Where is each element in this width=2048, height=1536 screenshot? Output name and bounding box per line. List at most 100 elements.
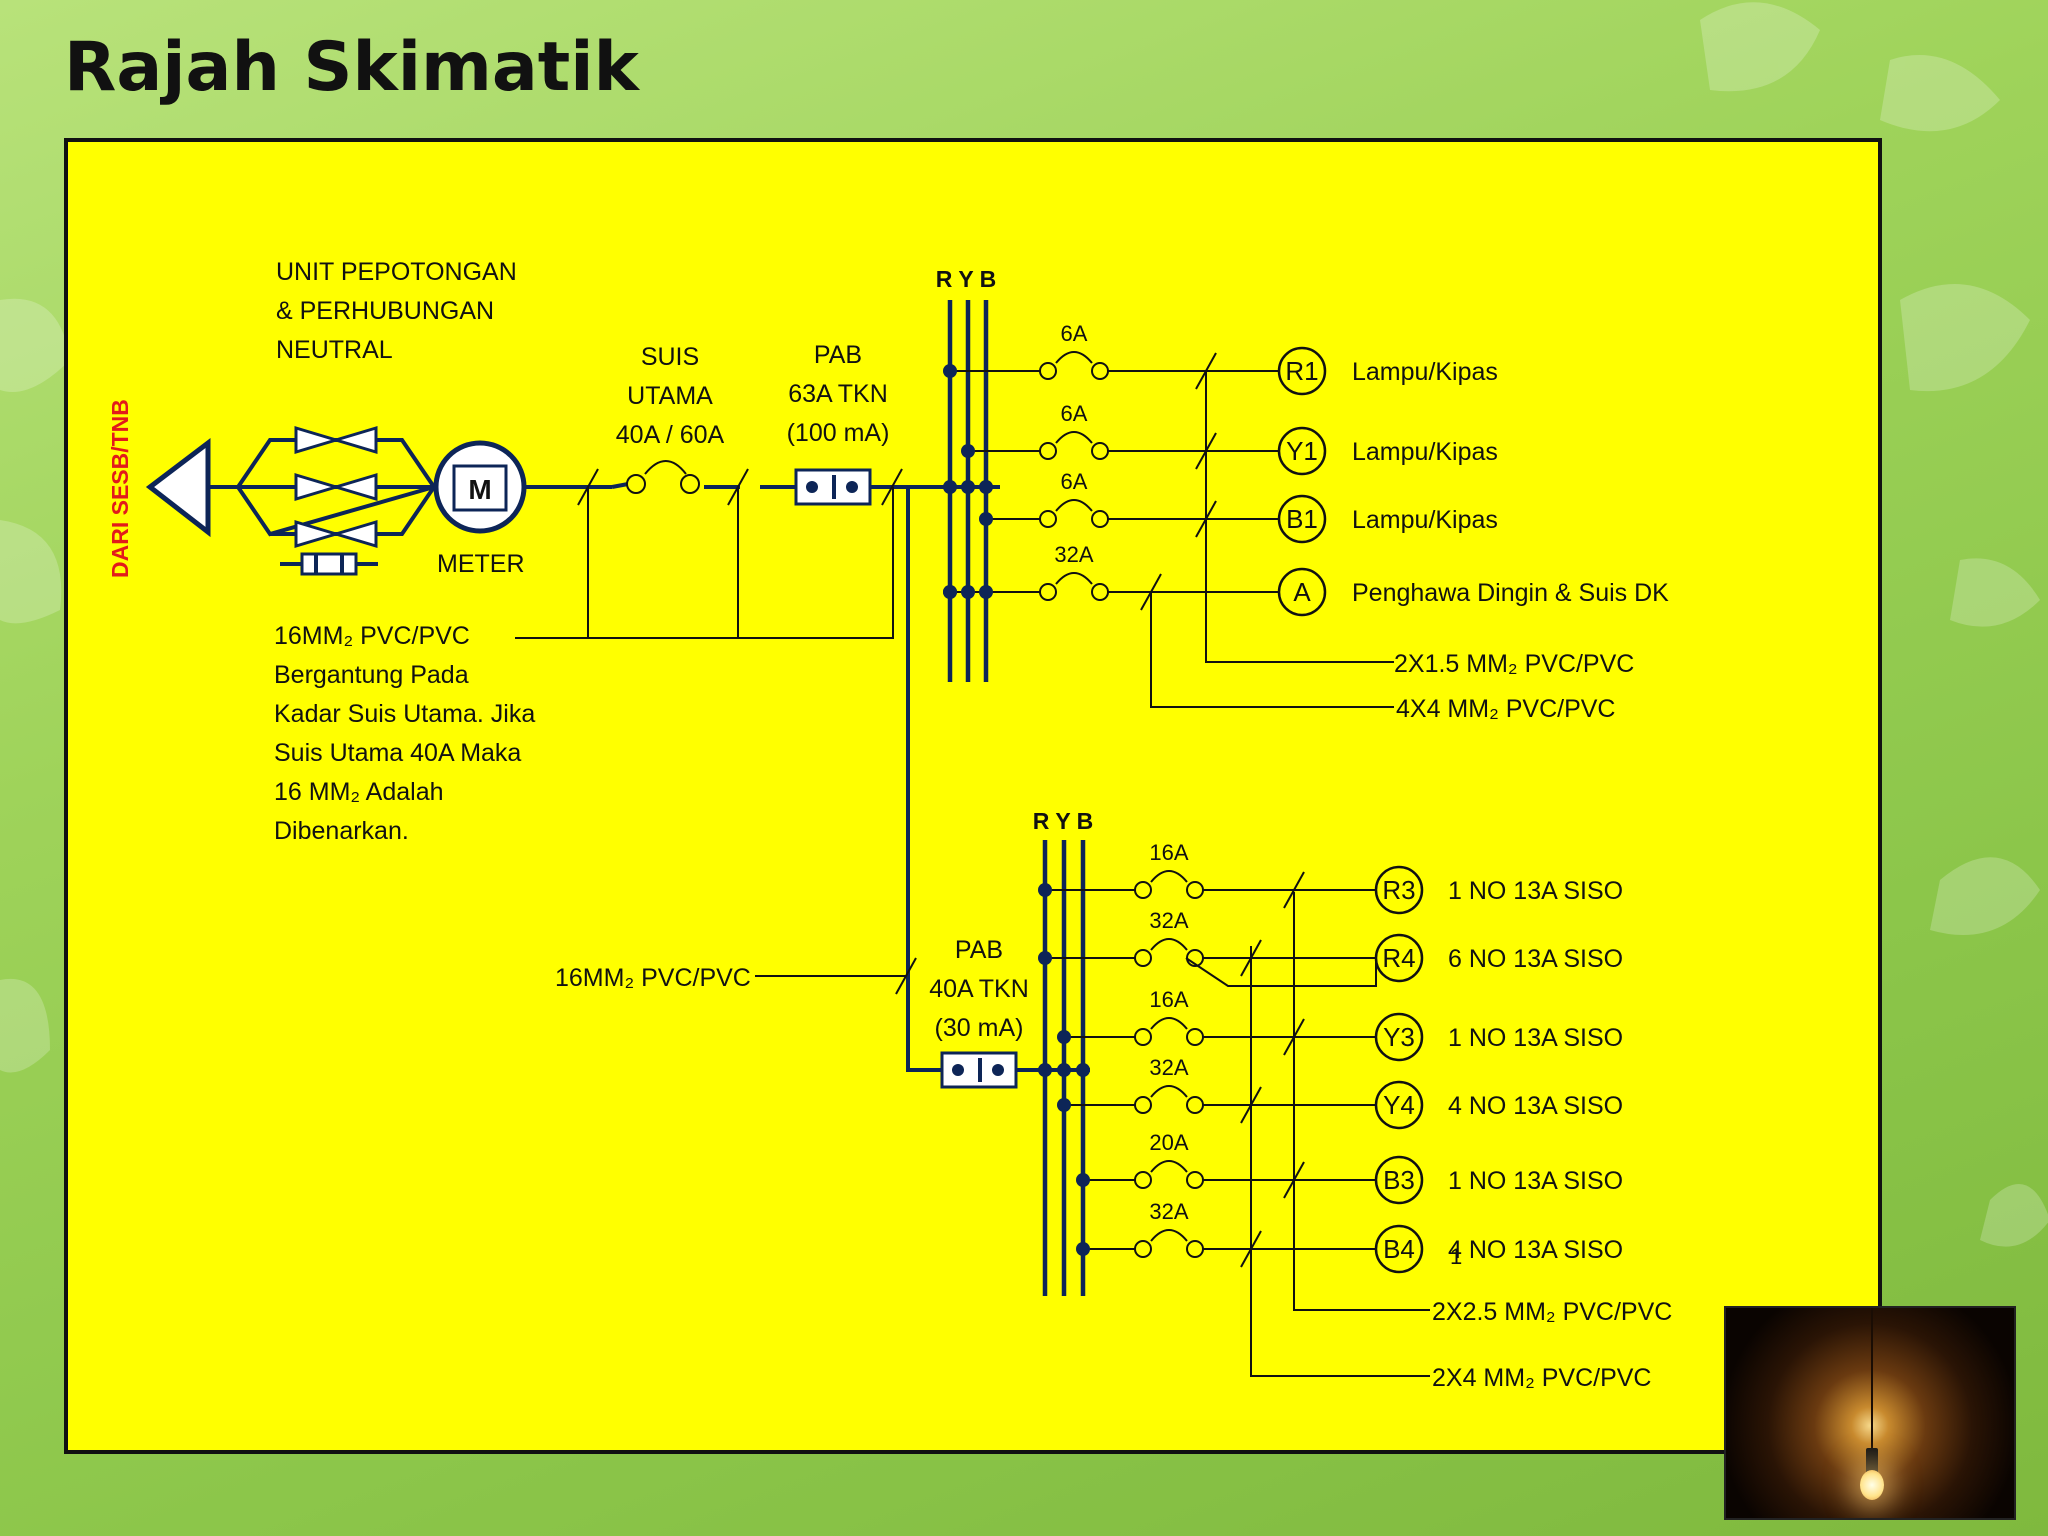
lower-busbar-label: R Y B bbox=[1033, 808, 1094, 834]
breaker-rating: 32A bbox=[1149, 908, 1188, 933]
light-bulb-icon bbox=[1860, 1470, 1884, 1500]
cutout-label-2: & PERHUBUNGAN bbox=[276, 297, 494, 325]
circuit-description: 1 NO 13A SISO bbox=[1448, 1024, 1623, 1052]
cable-note-line-2: Bergantung Pada bbox=[274, 661, 469, 689]
circuit-id: R1 bbox=[1285, 356, 1318, 386]
breaker-rating: 6A bbox=[1061, 401, 1088, 426]
circuit-r4: 32A R4 6 NO 13A SISO bbox=[1038, 908, 1623, 983]
cutout-label-3: NEUTRAL bbox=[276, 336, 393, 364]
rccb-40a-icon bbox=[940, 1051, 1018, 1089]
circuit-b4: 32A B4 4 NO 13A SISO bbox=[1076, 1199, 1623, 1274]
circuit-r3: 16A R3 1 NO 13A SISO bbox=[1038, 840, 1623, 915]
circuit-b1: 6A B1 Lampu/Kipas bbox=[979, 469, 1498, 544]
upper-cable-label-2: 4X4 MM₂ PVC/PVC bbox=[1396, 695, 1615, 723]
circuit-id: R4 bbox=[1382, 943, 1415, 973]
rccb-63a-icon bbox=[794, 468, 872, 506]
rccb1-label-1: PAB bbox=[814, 341, 862, 369]
circuit-id-badge bbox=[1277, 567, 1327, 617]
circuit-id-badge bbox=[1374, 1080, 1424, 1130]
circuit-y3: 16A Y3 1 NO 13A SISO bbox=[1057, 987, 1623, 1062]
cable-note-line-4: Suis Utama 40A Maka bbox=[274, 739, 521, 767]
breaker-icon bbox=[1134, 870, 1204, 899]
circuit-description: 4 NO 13A SISO bbox=[1448, 1236, 1623, 1264]
breaker-icon bbox=[1039, 572, 1109, 601]
circuit-id-badge bbox=[1277, 426, 1327, 476]
circuit-description: Lampu/Kipas bbox=[1352, 358, 1498, 386]
breaker-icon bbox=[1134, 1229, 1204, 1258]
circuit-description: Lampu/Kipas bbox=[1352, 506, 1498, 534]
circuit-id: R3 bbox=[1382, 875, 1415, 905]
circuit-id-badge bbox=[1374, 865, 1424, 915]
breaker-rating: 6A bbox=[1061, 321, 1088, 346]
sub-cable-label: 16MM₂ PVC/PVC bbox=[555, 964, 751, 992]
fuse-icon bbox=[294, 425, 378, 455]
rccb2-label-1: PAB bbox=[955, 936, 1003, 964]
breaker-rating: 16A bbox=[1149, 840, 1188, 865]
cable-note-line-3: Kadar Suis Utama. Jika bbox=[274, 700, 535, 728]
meter-label: METER bbox=[437, 550, 525, 578]
circuit-description: 6 NO 13A SISO bbox=[1448, 945, 1623, 973]
circuit-y4: 32A Y4 4 NO 13A SISO bbox=[1057, 1055, 1623, 1130]
main-switch-label-3: 40A / 60A bbox=[616, 421, 725, 449]
breaker-icon bbox=[1134, 1017, 1204, 1046]
lower-cable-label-1: 2X2.5 MM₂ PVC/PVC bbox=[1432, 1298, 1672, 1326]
breaker-rating: 6A bbox=[1061, 469, 1088, 494]
upper-busbar-label: R Y B bbox=[936, 266, 997, 292]
cable-note-line-1: 16MM₂ PVC/PVC bbox=[274, 622, 470, 650]
fuse-icon bbox=[294, 472, 378, 502]
slide-title: Rajah Skimatik bbox=[64, 28, 639, 107]
upper-cable-label-1: 2X1.5 MM₂ PVC/PVC bbox=[1394, 650, 1634, 678]
circuit-id-badge bbox=[1374, 1224, 1424, 1274]
cable-note-line-6: Dibenarkan. bbox=[274, 817, 409, 845]
cable-note-line-5: 16 MM₂ Adalah bbox=[274, 778, 444, 806]
circuit-id: Y1 bbox=[1286, 436, 1318, 466]
rccb1-label-3: (100 mA) bbox=[787, 419, 890, 447]
circuit-description: 1 NO 13A SISO bbox=[1448, 877, 1623, 905]
slide-number: 1 bbox=[1450, 1244, 1462, 1269]
cutout-unit bbox=[208, 425, 438, 576]
circuit-r1: 6A R1 Lampu/Kipas bbox=[943, 321, 1498, 396]
schematic-panel bbox=[64, 138, 1882, 1454]
circuit-description: 4 NO 13A SISO bbox=[1448, 1092, 1623, 1120]
lower-cable-label-2: 2X4 MM₂ PVC/PVC bbox=[1432, 1364, 1651, 1392]
breaker-icon bbox=[1039, 499, 1109, 528]
circuit-id-badge bbox=[1374, 1155, 1424, 1205]
breaker-rating: 16A bbox=[1149, 987, 1188, 1012]
source-triangle-icon bbox=[145, 437, 211, 538]
main-switch-label-2: UTAMA bbox=[627, 382, 713, 410]
breaker-icon bbox=[1134, 1085, 1204, 1114]
circuit-id: A bbox=[1293, 577, 1311, 607]
breaker-icon bbox=[1134, 1160, 1204, 1189]
neutral-link-icon bbox=[280, 552, 378, 576]
circuit-y1: 6A Y1 Lampu/Kipas bbox=[961, 401, 1498, 476]
breaker-rating: 32A bbox=[1054, 542, 1093, 567]
breaker-icon bbox=[1039, 431, 1109, 460]
circuit-id-badge bbox=[1277, 346, 1327, 396]
meter-symbol: M bbox=[468, 474, 491, 505]
rccb1-label-2: 63A TKN bbox=[788, 380, 888, 408]
circuit-id: B4 bbox=[1383, 1234, 1415, 1264]
rccb2-label-2: 40A TKN bbox=[929, 975, 1029, 1003]
circuit-description: Penghawa Dingin & Suis DK bbox=[1352, 579, 1669, 607]
circuit-id: Y3 bbox=[1383, 1022, 1415, 1052]
breaker-icon bbox=[1134, 938, 1204, 967]
main-switch-label-1: SUIS bbox=[641, 343, 699, 371]
circuit-id: Y4 bbox=[1383, 1090, 1415, 1120]
fuse-icon bbox=[294, 519, 378, 549]
circuit-description: 1 NO 13A SISO bbox=[1448, 1167, 1623, 1195]
main-switch-icon bbox=[611, 460, 700, 494]
circuit-id-badge bbox=[1374, 1012, 1424, 1062]
circuit-id: B3 bbox=[1383, 1165, 1415, 1195]
meter: M bbox=[433, 440, 527, 534]
breaker-rating: 32A bbox=[1149, 1055, 1188, 1080]
circuit-description: Lampu/Kipas bbox=[1352, 438, 1498, 466]
circuit-id: B1 bbox=[1286, 504, 1318, 534]
source-label: DARI SESB/TNB bbox=[107, 399, 133, 578]
circuit-id-badge bbox=[1277, 494, 1327, 544]
rccb2-label-3: (30 mA) bbox=[935, 1014, 1024, 1042]
breaker-rating: 32A bbox=[1149, 1199, 1188, 1224]
